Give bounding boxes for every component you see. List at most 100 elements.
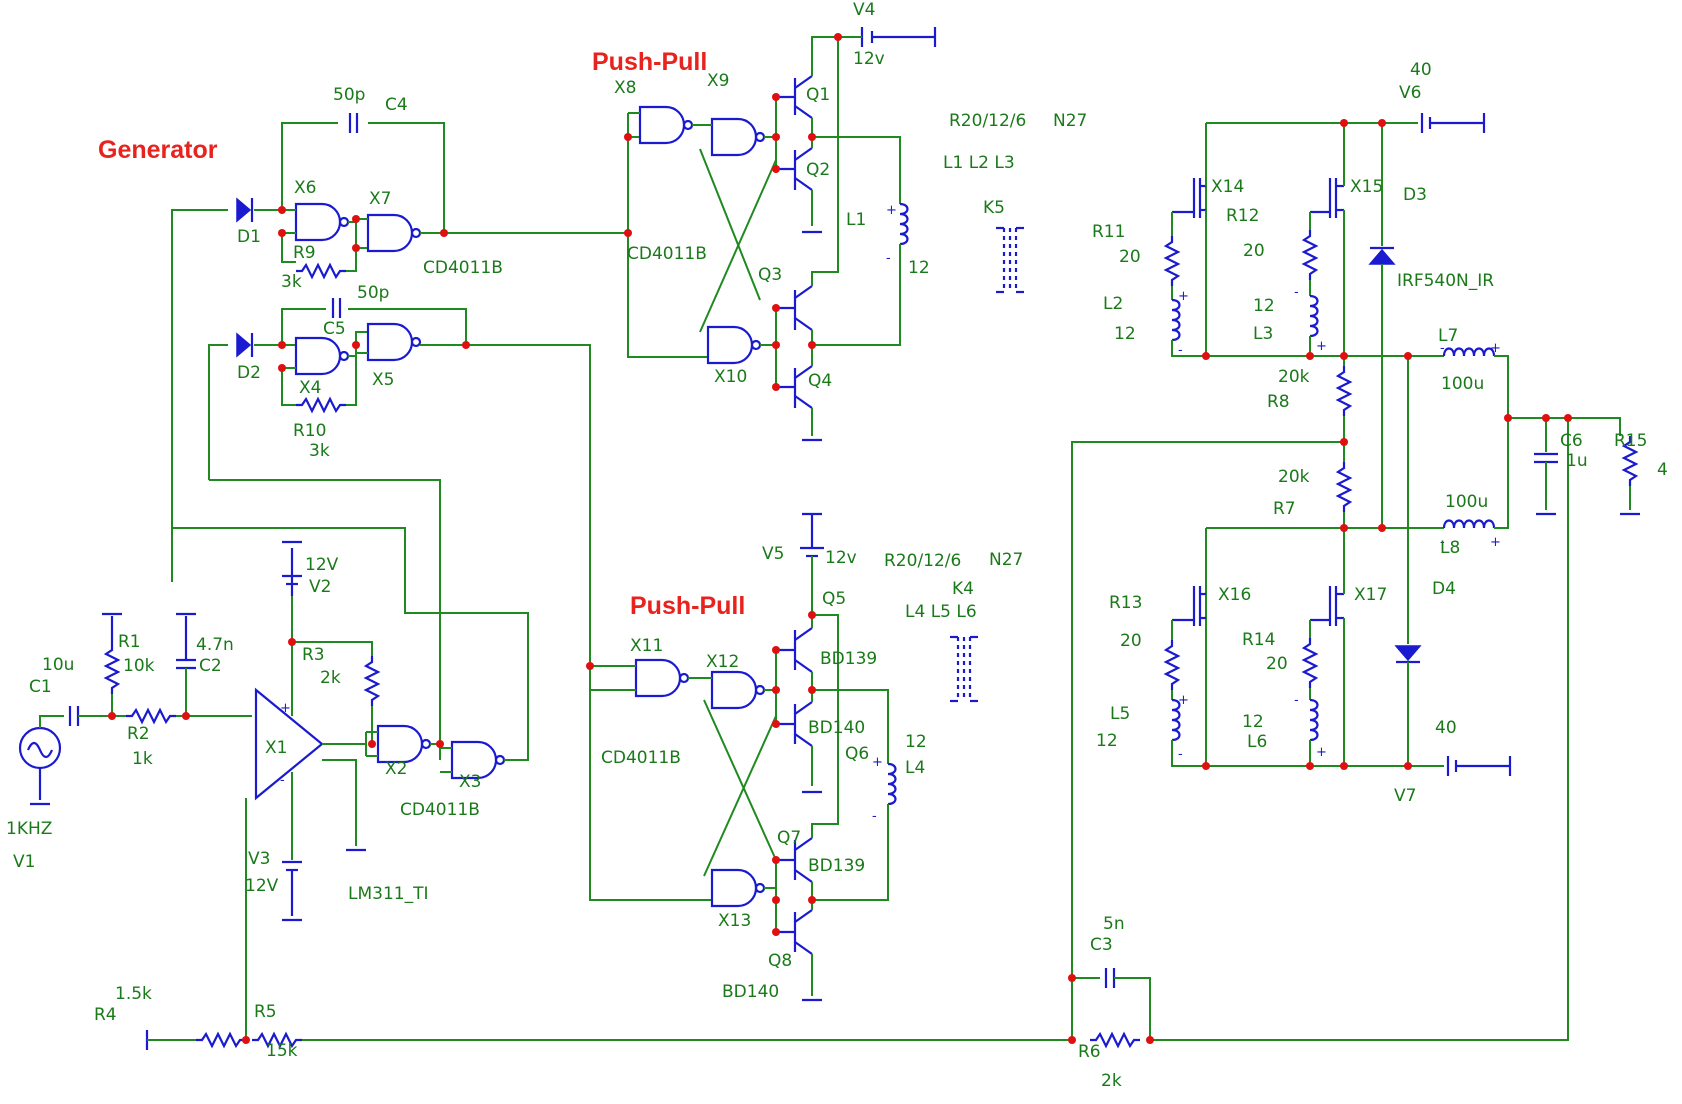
label-r15: R15: [1614, 431, 1647, 451]
label-c1_val: 10u: [42, 655, 74, 675]
comparator-section: + -: [18, 540, 1070, 1050]
label-r5: R5: [254, 1002, 277, 1022]
label-v1_val: 1KHZ: [6, 819, 52, 839]
label-l3_val: 12: [1253, 296, 1275, 316]
label-cd4011b_3: CD4011B: [601, 748, 681, 768]
pushpull-bottom-section: + -: [586, 512, 980, 1002]
label-v7: V7: [1394, 786, 1416, 806]
label-x14: X14: [1211, 177, 1244, 197]
label-v3: V3: [248, 849, 270, 869]
label-l2_val: 12: [1114, 324, 1136, 344]
label-bd140_1: BD140: [808, 718, 865, 738]
label-k4_core: R20/12/6: [884, 551, 961, 571]
power-stage-section: + - - + - +: [1068, 113, 1642, 1048]
label-x15: X15: [1350, 177, 1383, 197]
label-c5: C5: [323, 319, 346, 339]
label-q5: Q5: [822, 589, 846, 609]
label-r3_val: 2k: [320, 668, 341, 688]
label-q3: Q3: [758, 265, 782, 285]
label-x6: X6: [294, 178, 316, 198]
svg-text:-: -: [1294, 693, 1299, 708]
label-r4_val: 1.5k: [115, 984, 152, 1004]
generator-title: Generator: [98, 136, 218, 164]
label-d2: D2: [237, 363, 261, 383]
label-l4_val: 12: [905, 732, 927, 752]
label-r12_val: 20: [1243, 241, 1265, 261]
svg-text:-: -: [872, 809, 877, 824]
label-l6: L6: [1247, 732, 1267, 752]
label-bd139_2: BD139: [808, 856, 865, 876]
label-r7: R7: [1273, 499, 1296, 519]
label-c3_val: 5n: [1103, 914, 1125, 934]
label-r1_val: 10k: [123, 656, 155, 676]
label-v4_val: 12v: [853, 49, 885, 69]
label-r7_val: 20k: [1278, 467, 1310, 487]
label-cd4011b_4: CD4011B: [400, 800, 480, 820]
svg-text:+: +: [1178, 289, 1189, 304]
label-v5_val: 12v: [825, 548, 857, 568]
pushpull-bottom-title: Push-Pull: [630, 592, 745, 620]
label-k5_mat: N27: [1053, 111, 1087, 131]
label-v3_val: 12V: [245, 876, 279, 896]
label-r8_val: 20k: [1278, 367, 1310, 387]
pushpull-top-section: + -: [624, 27, 1026, 442]
label-r15_val: 4: [1657, 460, 1668, 480]
label-x4: X4: [299, 378, 321, 398]
label-v5: V5: [762, 544, 784, 564]
label-r2: R2: [127, 724, 150, 744]
label-q4: Q4: [808, 371, 832, 391]
label-d1: D1: [237, 227, 261, 247]
label-q2: Q2: [806, 160, 830, 180]
label-lm311: LM311_TI: [348, 884, 428, 904]
label-v2_val: 12V: [305, 555, 339, 575]
label-bd140_2: BD140: [722, 982, 779, 1002]
label-v1: V1: [13, 852, 35, 872]
label-l8_val: 100u: [1445, 492, 1488, 512]
label-x1: X1: [265, 738, 287, 758]
svg-text:+: +: [872, 755, 883, 770]
label-r2_val: 1k: [132, 749, 153, 769]
label-v2: V2: [309, 577, 331, 597]
svg-text:+: +: [1490, 535, 1501, 550]
label-v7_val: 40: [1435, 718, 1457, 738]
label-r10_val: 3k: [309, 441, 330, 461]
svg-text:+: +: [1316, 339, 1327, 354]
label-x3: X3: [459, 772, 481, 792]
label-q7: Q7: [777, 828, 801, 848]
svg-text:+: +: [886, 203, 897, 218]
label-x9: X9: [707, 71, 729, 91]
label-c6_val: 1u: [1566, 451, 1588, 471]
label-r13: R13: [1109, 593, 1142, 613]
svg-text:+: +: [280, 701, 291, 716]
label-cd4011b_2: CD4011B: [627, 244, 707, 264]
label-v4: V4: [853, 0, 875, 20]
label-bd139_1: BD139: [820, 649, 877, 669]
label-v6_val: 40: [1410, 60, 1432, 80]
label-cd4011b_1: CD4011B: [423, 258, 503, 278]
label-q6: Q6: [845, 744, 869, 764]
label-q1: Q1: [806, 85, 830, 105]
label-x8: X8: [614, 78, 636, 98]
label-l2: L2: [1103, 294, 1123, 314]
label-c4_val: 50p: [333, 85, 365, 105]
svg-text:-: -: [1178, 343, 1183, 358]
label-r8: R8: [1267, 392, 1290, 412]
label-d4: D4: [1432, 579, 1456, 599]
label-v6: V6: [1399, 83, 1421, 103]
label-c1: C1: [29, 677, 52, 697]
pushpull-top-title: Push-Pull: [592, 48, 707, 76]
label-r14: R14: [1242, 630, 1275, 650]
label-l5: L5: [1110, 704, 1130, 724]
label-q8: Q8: [768, 951, 792, 971]
svg-text:-: -: [886, 251, 891, 266]
label-l1: L1: [846, 210, 866, 230]
label-r6_val: 2k: [1101, 1071, 1122, 1091]
label-r3: R3: [302, 645, 325, 665]
svg-text:-: -: [280, 773, 285, 788]
svg-text:-: -: [1178, 747, 1183, 762]
label-x2: X2: [385, 759, 407, 779]
label-r6: R6: [1078, 1042, 1101, 1062]
generator-section: [171, 113, 628, 760]
